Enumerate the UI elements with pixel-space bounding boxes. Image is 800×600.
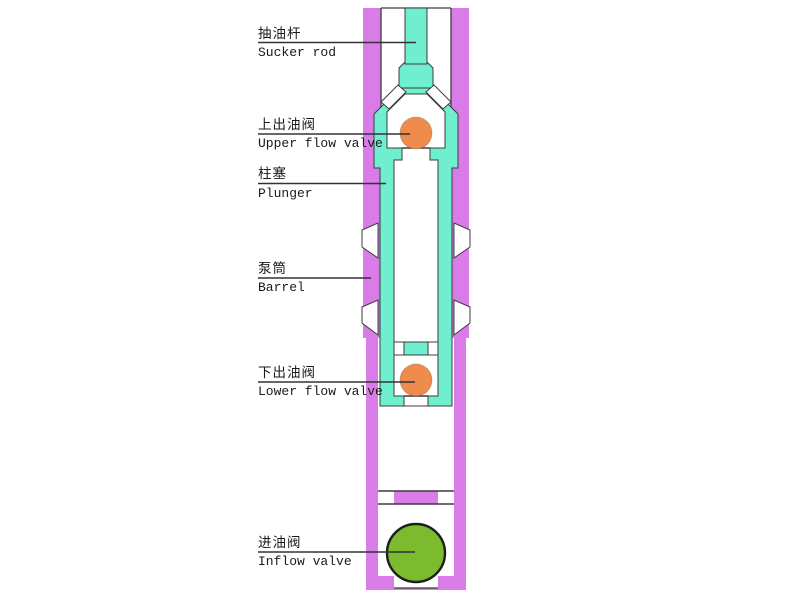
label-lower-flow-valve-zh: 下出油阀 [258,365,316,380]
lower-cage-port-left [393,341,405,356]
label-upper-flow-valve: 上出油阀 [258,117,316,133]
label-barrel-en: Barrel [258,280,305,295]
label-barrel-en-wrap: Barrel [258,280,305,295]
inflow-valve-ball [385,522,447,584]
tubing-wall-lower-right [454,338,466,590]
tubing-band-right [451,8,469,338]
label-sucker-rod-en-wrap: Sucker rod [258,45,336,60]
label-inflow-valve-en-wrap: Inflow valve [258,554,352,569]
label-lower-flow-valve-en-wrap: Lower flow valve [258,384,383,399]
inflow-valve-cage-bar [394,491,438,504]
barrel-strip [361,222,379,259]
label-upper-flow-valve-zh: 上出油阀 [258,117,316,132]
barrel-strip [453,299,471,336]
label-plunger-en-wrap: Plunger [258,186,313,201]
label-plunger: 柱塞 [258,166,287,182]
label-barrel-zh: 泵筒 [258,261,287,276]
label-inflow-valve-zh: 进油阀 [258,535,302,550]
label-lower-flow-valve-en: Lower flow valve [258,384,383,399]
tubing-wall-lower-left [366,338,378,590]
label-barrel: 泵筒 [258,261,287,277]
label-inflow-valve-en: Inflow valve [258,554,352,569]
label-plunger-zh: 柱塞 [258,166,287,181]
sucker-rod-shaft [404,7,428,65]
tubing-band-left [363,8,381,338]
label-sucker-rod-en: Sucker rod [258,45,337,60]
label-plunger-en: Plunger [258,186,313,201]
tubing-housing [363,8,469,590]
label-sucker-rod: 抽油杆 [258,26,302,42]
barrel-sections [361,222,471,336]
label-lower-flow-valve: 下出油阀 [258,365,316,381]
label-sucker-rod-zh: 抽油杆 [258,26,302,41]
flow-channel-left [380,84,407,110]
flow-channel-right [425,84,452,110]
barrel-strip [453,222,471,259]
pointer-lines [258,41,416,553]
label-upper-flow-valve-en-wrap: Upper flow valve [258,136,383,151]
label-upper-flow-valve-en: Upper flow valve [258,136,383,151]
barrel-strip [361,299,379,336]
rod-coupling [398,61,434,89]
lower-flow-valve-ball [399,363,433,397]
lower-cage-port-right [427,341,439,356]
label-inflow-valve: 进油阀 [258,535,302,551]
upper-flow-valve-ball [399,116,433,150]
